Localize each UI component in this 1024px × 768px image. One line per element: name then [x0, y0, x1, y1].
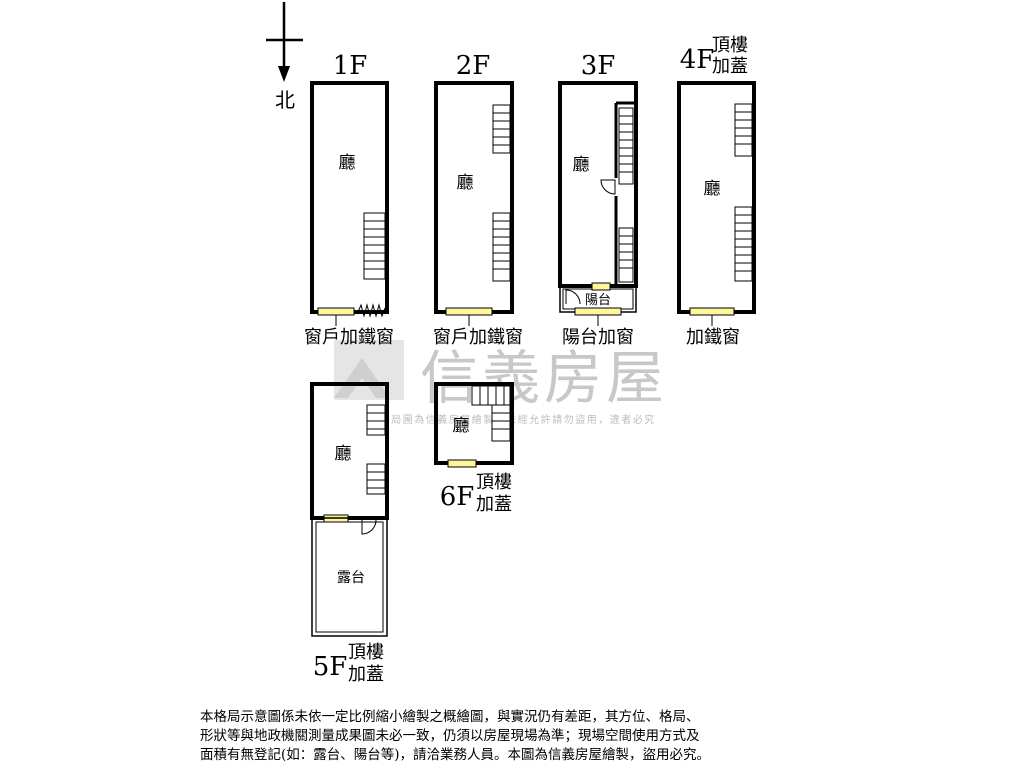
disclaimer-line-1: 本格局示意圖係未依一定比例縮小繪製之概繪圖，與實況仍有差距，其方位、格局、: [200, 709, 700, 725]
watermark: 信義房屋 本格局圖為信義房屋繪製，未經允許請勿盜用，違者必究: [334, 340, 668, 426]
floor-5f-terrace-label: 露台: [337, 570, 365, 586]
floor-4f-window-note: 加鐵窗: [686, 327, 740, 348]
floor-3f-balcony-label: 陽台: [585, 293, 611, 308]
floor-3f: 3F 廳 陽台 陽台加窗: [558, 51, 638, 348]
floor-4f: 4F 頂樓 加蓋 廳 加鐵窗: [677, 35, 756, 348]
floor-2f-label: 2F: [456, 51, 491, 81]
floor-3f-balcony-door: [591, 282, 611, 291]
floor-4f-label: 4F: [680, 45, 715, 75]
floor-5f-label: 5F: [313, 652, 348, 682]
floor-1f-window: [317, 307, 355, 316]
floor-5f-note-line1: 頂樓: [348, 642, 384, 663]
floor-6f-note-line2: 加蓋: [476, 494, 512, 515]
brand-logo-icon: [334, 340, 404, 400]
floor-1f-room-label: 廳: [339, 153, 356, 173]
floor-2f-window-note: 窗戶加鐵窗: [433, 327, 523, 348]
floor-1f-stairs: [363, 212, 386, 280]
floor-2f: 2F 廳 窗戶加鐵窗: [433, 51, 523, 348]
floor-6f-window: [447, 459, 477, 468]
floor-5f-stairs-lower: [366, 463, 386, 495]
floor-2f-room-label: 廳: [457, 173, 474, 193]
floor-6f-stairs: [471, 385, 511, 442]
disclaimer-line-2: 形狀等與地政機關測量成果圖未必一致，仍須以房屋現場為準；現場空間使用方式及: [200, 728, 700, 744]
floor-5f-stairs-upper: [366, 404, 386, 436]
disclaimer: 本格局示意圖係未依一定比例縮小繪製之概繪圖，與實況仍有差距，其方位、格局、 形狀…: [200, 708, 840, 765]
floor-6f-label: 6F: [440, 482, 475, 512]
floor-4f-window: [689, 307, 735, 316]
floor-1f-iron-gate: [357, 303, 386, 318]
floor-3f-room-label: 廳: [573, 155, 590, 175]
floor-3f-door-icon: [600, 179, 616, 195]
north-arrow-icon: [266, 2, 303, 82]
floor-5f-terrace: [311, 517, 388, 637]
floor-5f: 廳 露台 5F 頂樓 加蓋: [310, 382, 389, 685]
floor-6f-room-label: 廳: [453, 416, 470, 436]
floor-3f-window: [574, 307, 622, 316]
floor-3f-window-note: 陽台加窗: [562, 327, 634, 348]
floor-4f-note-line1: 頂樓: [712, 35, 748, 56]
floor-4f-room-label: 廳: [704, 179, 721, 199]
disclaimer-line-3: 面積有無登記(如：露台、陽台等)，請洽業務人員。本圖為信義房屋繪製，盜用必究。: [200, 747, 711, 763]
floor-3f-balcony-door-icon: [565, 289, 581, 305]
floor-5f-room-label: 廳: [335, 444, 352, 464]
floor-6f: 廳 6F 頂樓 加蓋: [434, 382, 514, 515]
floor-6f-note-line1: 頂樓: [476, 472, 512, 493]
floor-1f: 1F 廳 窗戶加鐵窗: [304, 51, 394, 348]
watermark-brand: 信義房屋: [420, 344, 668, 412]
floor-4f-stairs-upper: [734, 103, 753, 157]
floor-3f-stairs-lower: [618, 227, 634, 283]
floor-2f-window: [445, 307, 493, 316]
floor-1f-window-note: 窗戶加鐵窗: [304, 327, 394, 348]
north-label: 北: [275, 88, 295, 112]
floor-4f-stairs-lower: [734, 206, 753, 282]
floor-3f-stairs-upper: [618, 107, 634, 185]
floor-4f-note-line2: 加蓋: [712, 56, 748, 77]
floor-2f-stairs-upper: [492, 104, 511, 154]
floor-1f-label: 1F: [333, 51, 368, 81]
floor-3f-label: 3F: [581, 51, 616, 81]
floor-2f-stairs-lower: [492, 212, 511, 282]
floor-5f-note-line2: 加蓋: [348, 664, 384, 685]
